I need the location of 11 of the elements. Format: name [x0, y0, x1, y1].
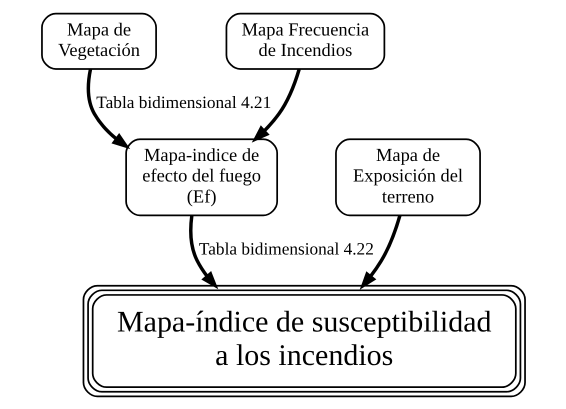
arrow — [86, 68, 130, 149]
arrow — [251, 68, 300, 142]
node-box: Mapa de Exposición del terreno — [334, 138, 480, 216]
edge-label: Tabla bidimensional 4.21 — [96, 92, 271, 112]
node-box: Mapa de Vegetación — [40, 12, 156, 70]
node-box: Mapa-índice de susceptibilidad a los incendios — [82, 284, 526, 397]
arrow — [188, 214, 218, 289]
node-box: Mapa-indice de efecto del fuego (Ef) — [124, 138, 278, 216]
node-box: Mapa Frecuencia de Incendios — [225, 12, 385, 70]
arrow — [359, 214, 402, 290]
edge-label: Tabla bidimensional 4.22 — [198, 239, 374, 258]
